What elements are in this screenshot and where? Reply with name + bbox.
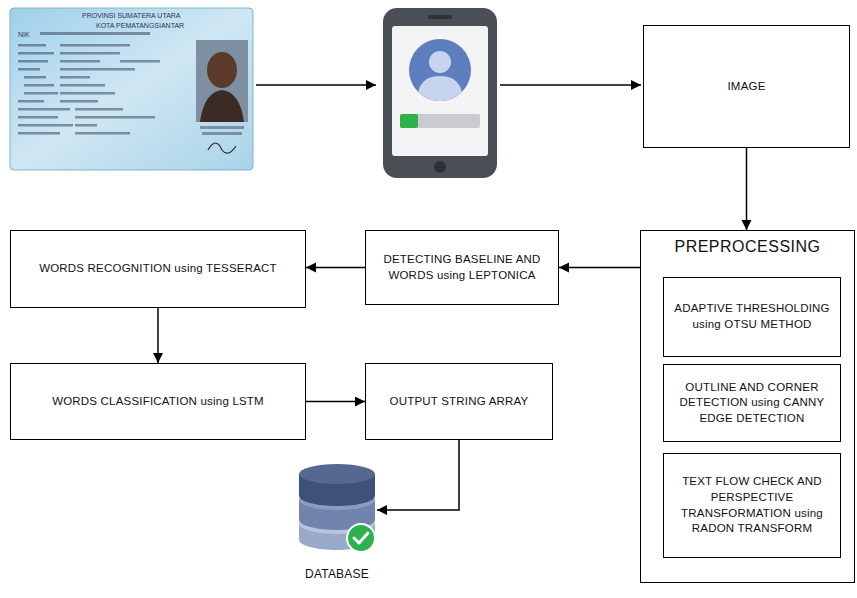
process-box: WORDS RECOGNITION using TESSERACT (10, 230, 306, 308)
flow-arrow (377, 440, 459, 510)
smartphone-icon (383, 8, 497, 178)
id-card (10, 8, 253, 170)
process-box: OUTLINE AND CORNER DETECTION using CANNY… (663, 364, 841, 442)
database-icon: DATABASE (297, 462, 377, 582)
flow-arrow (746, 148, 748, 230)
card-text: KOTA PEMATANGSIANTAR (96, 22, 184, 29)
output-box: OUTPUT STRING ARRAY (365, 363, 553, 440)
process-box: TEXT FLOW CHECK AND PERSPECTIVE TRANSFOR… (663, 453, 841, 558)
flow-arrow (157, 308, 159, 363)
database-cylinder (297, 462, 377, 554)
box-label: TEXT FLOW CHECK AND PERSPECTIVE TRANSFOR… (664, 470, 840, 540)
card-text: PROVINSI SUMATERA UTARA (82, 12, 181, 19)
flow-arrow (306, 267, 365, 269)
box-label: WORDS CLASSIFICATION using LSTM (44, 390, 272, 414)
flow-arrow (256, 84, 376, 86)
process-box: WORDS CLASSIFICATION using LSTM (10, 363, 306, 440)
process-box: DETECTING BASELINE AND WORDS using LEPTO… (365, 230, 559, 305)
flow-arrow (559, 267, 640, 269)
group-heading: PREPROCESSING (641, 231, 854, 262)
icon-label: DATABASE (277, 566, 397, 582)
input-box: IMAGE (643, 25, 850, 148)
box-label: OUTLINE AND CORNER DETECTION using CANNY… (664, 376, 840, 431)
group-box: PREPROCESSING ADAPTIVE THRESHOLDING using… (640, 230, 855, 583)
flow-arrow (500, 84, 641, 86)
box-label: IMAGE (719, 75, 773, 99)
process-box: ADAPTIVE THRESHOLDING using OTSU METHOD (663, 277, 841, 357)
card-text: NIK (18, 31, 30, 38)
box-label: OUTPUT STRING ARRAY (382, 390, 537, 414)
box-label: WORDS RECOGNITION using TESSERACT (31, 257, 285, 281)
box-label: ADAPTIVE THRESHOLDING using OTSU METHOD (664, 297, 840, 336)
box-label: DETECTING BASELINE AND WORDS using LEPTO… (366, 248, 558, 287)
flow-arrow (306, 401, 365, 403)
